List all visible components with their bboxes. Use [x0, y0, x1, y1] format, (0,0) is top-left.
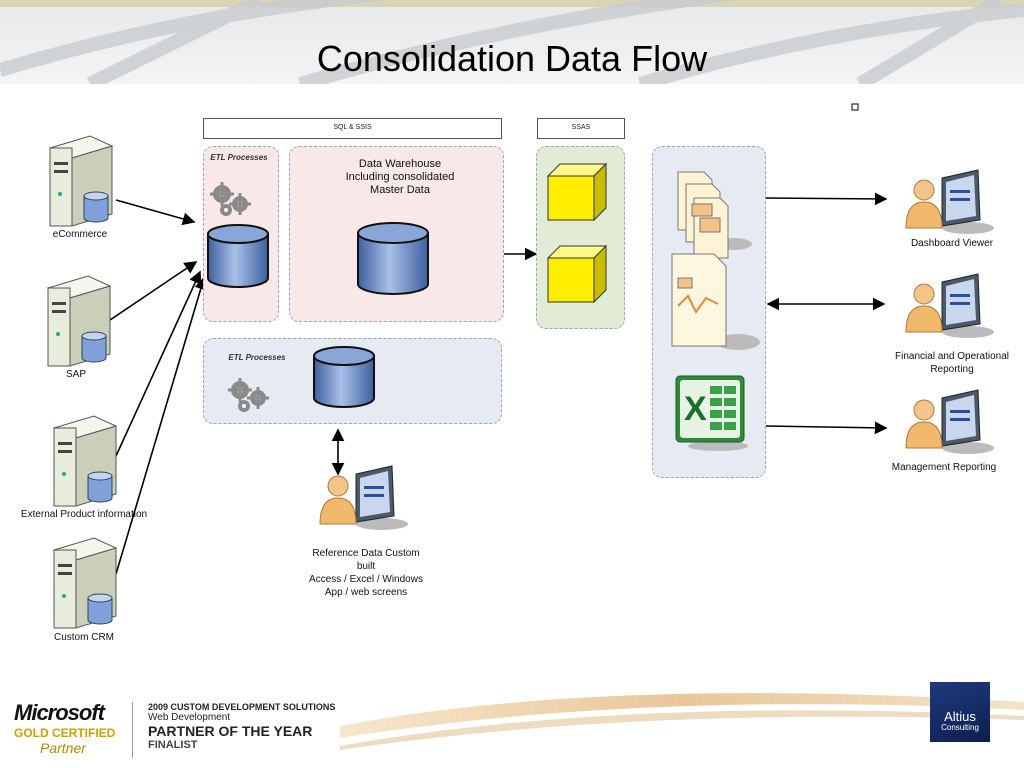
consumer-label-management: Management Reporting: [891, 462, 997, 473]
source-label-sap: SAP: [65, 369, 86, 380]
arrow-ecommerce: [115, 199, 196, 226]
reference-line3: Access / Excel / Windows: [309, 574, 423, 585]
report-icon: [671, 171, 760, 350]
award-year: 2009 CUSTOM DEVELOPMENT SOLUTIONS: [148, 702, 336, 712]
user-monitor-icon: [905, 273, 994, 338]
arrow-sap: [109, 261, 198, 321]
user-monitor-icon: [905, 169, 994, 234]
altius-logo: Altius Consulting: [930, 682, 990, 742]
microsoft-partner-logo: Microsoft GOLD CERTIFIED Partner: [14, 700, 115, 756]
gears-icon: [210, 182, 251, 216]
arrow-management: [764, 421, 888, 435]
user-monitor-icon: [905, 389, 994, 454]
cube-icon: [546, 244, 608, 304]
database-icon: [357, 222, 429, 295]
etl-bottom-label: ETL Processes: [228, 353, 286, 362]
reference-line1: Reference Data Custom: [312, 548, 420, 559]
award-category: Web Development: [148, 712, 231, 723]
small-square: [851, 103, 859, 111]
slide-title: Consolidation Data Flow: [316, 38, 708, 79]
award-title: PARTNER OF THE YEAR: [148, 723, 313, 739]
header-decoration: [0, 0, 1024, 84]
excel-icon: X: [675, 375, 748, 451]
server-icon: [52, 415, 118, 507]
svg-text:X: X: [684, 390, 707, 428]
warehouse-line2: Including consolidated: [345, 171, 455, 183]
cube-icon: [546, 162, 608, 222]
source-label-ecommerce: eCommerce: [52, 229, 108, 240]
reference-line4: App / web screens: [324, 587, 408, 598]
microsoft-wordmark: Microsoft: [14, 700, 105, 725]
altius-sub: Consulting: [941, 723, 979, 732]
reference-line2: built: [356, 561, 376, 572]
arrow-crm: [115, 276, 207, 575]
header-band: [0, 0, 1024, 84]
award-block: 2009 CUSTOM DEVELOPMENT SOLUTIONS Web De…: [148, 702, 335, 751]
gold-certified: GOLD CERTIFIED: [14, 726, 116, 740]
etl-top-label: ETL Processes: [210, 153, 268, 162]
server-icon: [46, 275, 112, 367]
source-label-external: External Product information: [20, 509, 148, 520]
partner-text: Partner: [40, 740, 86, 756]
altius-name: Altius: [944, 709, 976, 724]
database-icon: [207, 224, 269, 288]
consumer-label-dashboard: Dashboard Viewer: [910, 238, 994, 249]
database-icon: [313, 346, 375, 408]
arrow-dashboard: [764, 192, 888, 206]
source-label-crm: Custom CRM: [53, 632, 114, 643]
server-icon: [52, 537, 118, 629]
warehouse-line3: Master Data: [370, 184, 430, 196]
divider: [132, 702, 133, 758]
user-monitor-icon: [319, 465, 408, 530]
consumer-label-financial: Financial and Operational Reporting: [895, 351, 1009, 375]
gears-icon: [228, 378, 269, 412]
warehouse-line1: Data Warehouse: [358, 158, 442, 170]
sql-ssis-header: SQL & SSIS: [203, 118, 502, 139]
ssas-header: SSAS: [537, 118, 625, 139]
server-icon: [48, 135, 114, 227]
arrow-external: [115, 270, 202, 457]
award-status: FINALIST: [148, 739, 198, 751]
